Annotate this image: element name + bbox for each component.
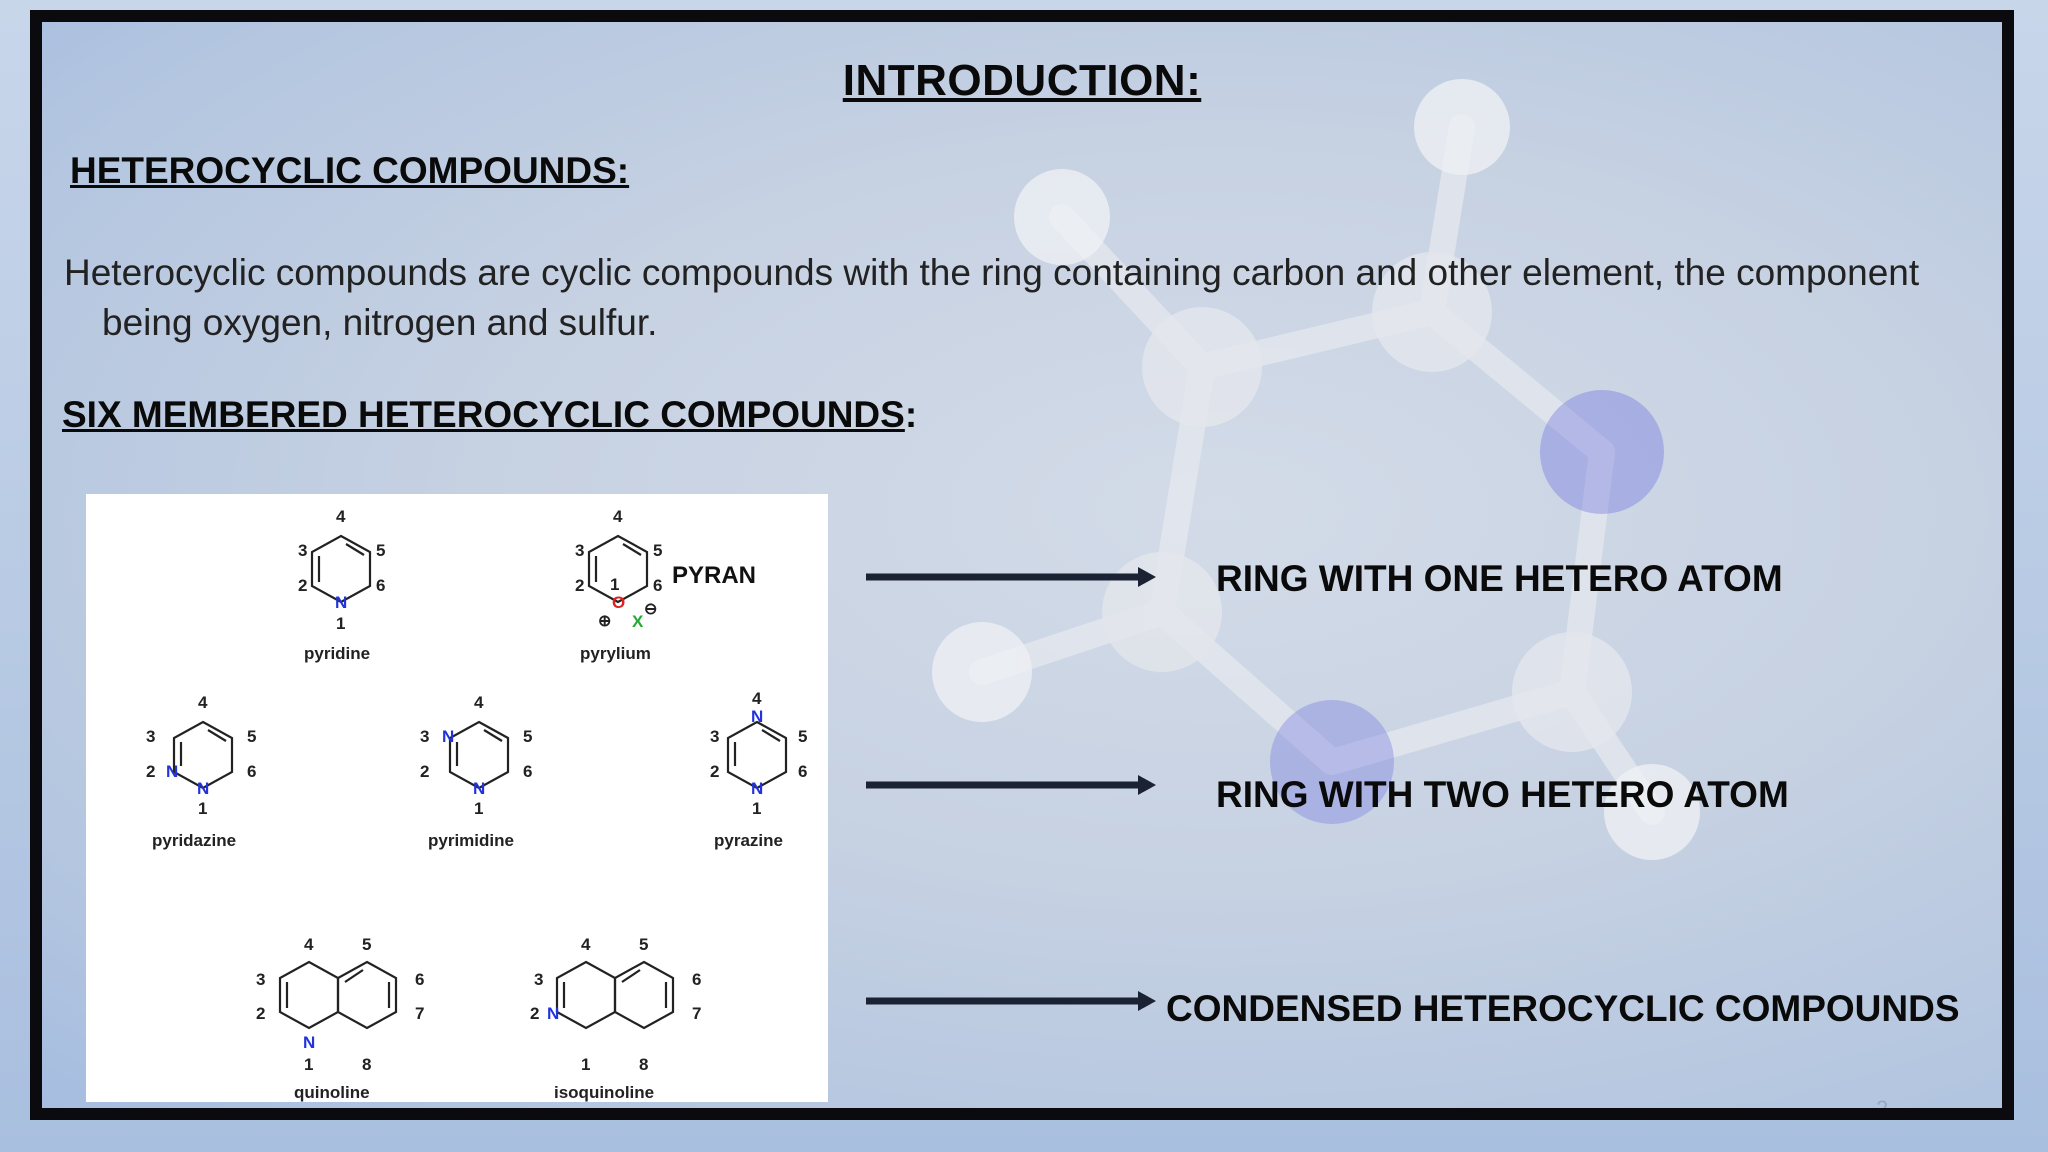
pyrimidine-atom-n3: N xyxy=(442,727,454,746)
pyrazine-num-3: 3 xyxy=(710,727,719,746)
quinoline-ring-a xyxy=(278,960,340,1030)
label-condensed-heterocyclic: CONDENSED HETEROCYCLIC COMPOUNDS xyxy=(1166,988,1960,1029)
pyrylium-label: pyrylium xyxy=(580,644,651,663)
pyrylium-atom-o: O xyxy=(612,593,625,612)
pyridazine-num-6: 6 xyxy=(247,762,256,781)
pyrimidine-atom-n1: N xyxy=(473,779,485,798)
pyridine-num-3: 3 xyxy=(298,541,307,560)
isoquinoline-num-3: 3 xyxy=(534,970,543,989)
pyrazine-num-4: 4 xyxy=(752,689,762,708)
definition-paragraph: Heterocyclic compounds are cyclic compou… xyxy=(64,248,2002,348)
quinoline-num-3: 3 xyxy=(256,970,265,989)
pyridazine-num-1: 1 xyxy=(198,799,207,818)
arrow-2 xyxy=(866,775,1156,795)
pyridine-label: pyridine xyxy=(304,644,370,663)
pyridine-num-5: 5 xyxy=(376,541,385,560)
pyrazine-num-6: 6 xyxy=(798,762,807,781)
pyrylium-num-2: 2 xyxy=(575,576,584,595)
arrow-1 xyxy=(866,567,1156,587)
structures-image-panel: 4 3 5 2 6 1 N pyridine 4 3 5 2 6 1 O ⊕ X… xyxy=(86,494,828,1102)
quinoline-atom-n: N xyxy=(303,1033,315,1052)
pyrimidine-num-2: 2 xyxy=(420,762,429,781)
pyridine-num-2: 2 xyxy=(298,576,307,595)
pyridine-num-6: 6 xyxy=(376,576,385,595)
pyrimidine-num-1: 1 xyxy=(474,799,483,818)
heading-heterocyclic-compounds: HETEROCYCLIC COMPOUNDS: xyxy=(70,150,630,191)
heading-six-membered-text: SIX MEMBERED HETEROCYCLIC COMPOUNDS xyxy=(62,394,905,435)
pyridazine-num-5: 5 xyxy=(247,727,256,746)
pyridazine-num-3: 3 xyxy=(146,727,155,746)
isoquinoline-ring-b xyxy=(613,960,675,1030)
quinoline-num-8: 8 xyxy=(362,1055,371,1074)
pyrimidine-num-4: 4 xyxy=(474,693,484,712)
isoquinoline-num-5: 5 xyxy=(639,935,648,954)
slide-title: INTRODUCTION: xyxy=(842,56,1202,105)
isoquinoline-num-4: 4 xyxy=(581,935,591,954)
pyridazine-atom-n2: N xyxy=(166,762,178,781)
arrow-3 xyxy=(866,991,1156,1011)
pyrazine-num-2: 2 xyxy=(710,762,719,781)
pyrylium-plus: ⊕ xyxy=(598,613,611,630)
pyrylium-num-3: 3 xyxy=(575,541,584,560)
label-one-hetero-atom: RING WITH ONE HETERO ATOM xyxy=(1216,558,1783,599)
pyran-label: PYRAN xyxy=(672,562,756,589)
quinoline-num-7: 7 xyxy=(415,1004,424,1023)
isoquinoline-ring-a xyxy=(555,960,617,1030)
definition-line-1: Heterocyclic compounds are cyclic compou… xyxy=(64,252,1920,293)
quinoline-ring-b xyxy=(336,960,398,1030)
pyridazine-label: pyridazine xyxy=(152,831,236,850)
quinoline-num-2: 2 xyxy=(256,1004,265,1023)
pyrimidine-label: pyrimidine xyxy=(428,831,514,850)
pyrylium-num-1: 1 xyxy=(610,575,619,594)
pyridine-num-1: 1 xyxy=(336,614,345,633)
quinoline-num-5: 5 xyxy=(362,935,371,954)
isoquinoline-num-6: 6 xyxy=(692,970,701,989)
pyrazine-ring xyxy=(726,720,788,790)
pyrylium-counterion-x: X xyxy=(632,612,644,631)
page-number: 2 xyxy=(1876,1096,1889,1120)
isoquinoline-num-8: 8 xyxy=(639,1055,648,1074)
isoquinoline-label: isoquinoline xyxy=(554,1083,654,1102)
heading-six-membered-colon: : xyxy=(904,394,918,435)
pyridazine-num-2: 2 xyxy=(146,762,155,781)
pyrazine-atom-n1: N xyxy=(751,779,763,798)
isoquinoline-atom-n: N xyxy=(547,1004,559,1023)
background-molecule-image xyxy=(932,79,1700,860)
definition-line-2: being oxygen, nitrogen and sulfur. xyxy=(102,302,658,343)
slide-frame: INTRODUCTION: HETEROCYCLIC COMPOUNDS: He… xyxy=(30,10,2014,1120)
pyrazine-num-5: 5 xyxy=(798,727,807,746)
pyrimidine-ring xyxy=(448,720,510,790)
label-two-hetero-atom: RING WITH TWO HETERO ATOM xyxy=(1216,774,1789,815)
heading-six-membered: SIX MEMBERED HETEROCYCLIC COMPOUNDS: xyxy=(62,394,917,436)
pyrimidine-num-3: 3 xyxy=(420,727,429,746)
pyridazine-atom-n1: N xyxy=(197,779,209,798)
pyridine-num-4: 4 xyxy=(336,507,346,526)
pyridazine-num-4: 4 xyxy=(198,693,208,712)
pyrylium-num-5: 5 xyxy=(653,541,662,560)
quinoline-label: quinoline xyxy=(294,1083,370,1102)
pyrimidine-num-6: 6 xyxy=(523,762,532,781)
isoquinoline-num-7: 7 xyxy=(692,1004,701,1023)
pyrylium-minus: ⊖ xyxy=(644,601,657,618)
pyrylium-ring xyxy=(587,534,649,604)
pyrazine-num-1: 1 xyxy=(752,799,761,818)
isoquinoline-num-1: 1 xyxy=(581,1055,590,1074)
quinoline-num-1: 1 xyxy=(304,1055,313,1074)
pyrimidine-num-5: 5 xyxy=(523,727,532,746)
structures-diagram: 4 3 5 2 6 1 N pyridine 4 3 5 2 6 1 O ⊕ X… xyxy=(146,507,807,1102)
pyrylium-num-4: 4 xyxy=(613,507,623,526)
pyrazine-atom-n4: N xyxy=(751,707,763,726)
quinoline-num-6: 6 xyxy=(415,970,424,989)
isoquinoline-num-2: 2 xyxy=(530,1004,539,1023)
pyridine-ring xyxy=(310,534,372,604)
pyrazine-label: pyrazine xyxy=(714,831,783,850)
pyridine-atom-n: N xyxy=(335,593,347,612)
pyrylium-num-6: 6 xyxy=(653,576,662,595)
pyridazine-ring xyxy=(172,720,234,790)
quinoline-num-4: 4 xyxy=(304,935,314,954)
